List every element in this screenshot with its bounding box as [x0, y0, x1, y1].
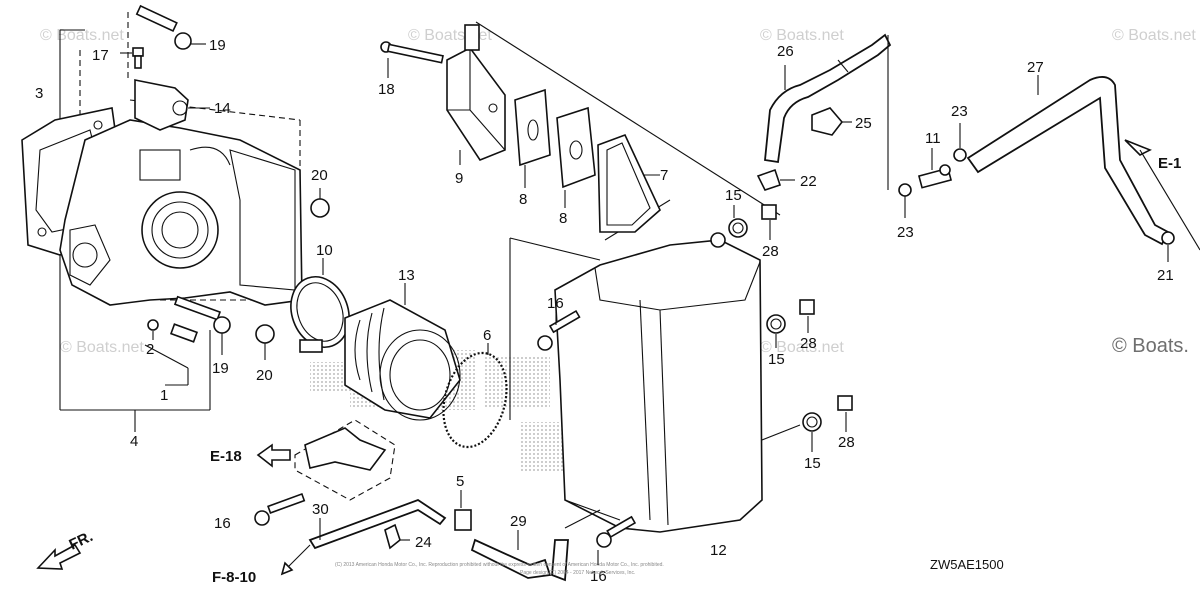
part-number-label: 19 — [209, 37, 226, 54]
part-number-label: 15 — [725, 187, 742, 204]
part-number-label: 24 — [415, 534, 432, 551]
part-number-label: 17 — [92, 47, 109, 64]
watermark: © Boats.net — [60, 339, 144, 356]
part-number-label: 16 — [547, 295, 564, 312]
part-number-label: 1 — [160, 387, 168, 404]
part-21-clip[interactable] — [1161, 231, 1175, 262]
part-number-label: 28 — [762, 243, 779, 260]
part-number-label: 3 — [35, 85, 43, 102]
part-24-clip[interactable] — [384, 523, 410, 550]
part-number-label: 30 — [312, 501, 329, 518]
part-9-cover[interactable] — [446, 24, 506, 161]
part-number-label: 9 — [455, 170, 463, 187]
part-number-label: 6 — [483, 327, 491, 344]
part-number-label: 21 — [1157, 267, 1174, 284]
part-18-bolt[interactable] — [380, 41, 444, 78]
part-number-label: 2 — [146, 341, 154, 358]
part-number-label: 29 — [510, 513, 527, 530]
ref-label-e1[interactable]: E-1 — [1158, 155, 1181, 172]
watermark: © Boats.net — [40, 27, 124, 44]
part-12-air-box[interactable] — [554, 232, 763, 533]
ref-arrow-e1[interactable] — [1124, 139, 1200, 251]
part-28-collar-mid[interactable] — [799, 299, 815, 333]
part-number-label: 25 — [855, 115, 872, 132]
part-number-label: 11 — [925, 130, 941, 147]
part-number-label: 20 — [256, 367, 273, 384]
part-number-label: 28 — [838, 434, 855, 451]
part-16-bolt-lower-right[interactable] — [596, 515, 637, 565]
ref-label-f810[interactable]: F-8-10 — [212, 569, 256, 586]
part-13-intake-boot[interactable] — [344, 283, 461, 421]
part-number-label: 23 — [951, 103, 968, 120]
ref-arrow-e18[interactable] — [256, 443, 291, 468]
fr-direction-arrow — [36, 543, 82, 570]
part-number-label: 4 — [130, 433, 138, 450]
part-14-sensor[interactable] — [134, 79, 210, 131]
part-16-bolt-box[interactable] — [537, 309, 581, 351]
part-number-label: 12 — [710, 542, 727, 559]
part-number-label: 5 — [456, 473, 464, 490]
part-20-nut-lower[interactable] — [255, 324, 275, 360]
part-2-screw[interactable] — [147, 319, 199, 343]
part-26-hose[interactable] — [764, 33, 892, 164]
watermark: © Boats.net — [760, 27, 844, 44]
part-labels: 1 2 3 4 5 6 7 8 8 9 10 11 12 13 14 15 15… — [35, 37, 1174, 585]
part-16-bolt-left[interactable] — [254, 492, 306, 526]
part-number-label: 10 — [316, 242, 333, 259]
part-19-bolt-lower[interactable] — [173, 295, 231, 355]
part-30-hose[interactable] — [308, 498, 447, 550]
part-8-seal-a[interactable] — [514, 88, 551, 167]
part-23-clip-right[interactable] — [953, 123, 967, 162]
watermark-group: © Boats.net © Boats.net © Boats.net © Bo… — [40, 27, 1196, 357]
part-17-screw[interactable] — [120, 47, 144, 69]
part-number-label: 22 — [800, 173, 817, 190]
part-5-joint[interactable] — [454, 490, 472, 531]
part-number-label: 15 — [768, 351, 785, 368]
part-number-label: 18 — [378, 81, 395, 98]
copyright-text: (C) 2013 American Honda Motor Co., Inc. … — [335, 562, 664, 568]
part-number-label: 8 — [559, 210, 567, 227]
part-15-grommet-upper[interactable] — [728, 205, 748, 238]
part-number-label: 13 — [398, 267, 415, 284]
watermark-large: © Boats. — [1112, 335, 1189, 357]
part-15-grommet-mid[interactable] — [766, 314, 786, 348]
part-number-label: 16 — [214, 515, 231, 532]
bracket-dashed-region — [294, 419, 396, 501]
watermark: © Boats.net — [1112, 27, 1196, 44]
part-29-hose[interactable] — [470, 509, 601, 582]
diagram-code: ZW5AE1500 — [930, 557, 1004, 572]
copyright-text-2: Page design (C) 2004 - 2017 Network Serv… — [520, 570, 635, 576]
fr-label: FR. — [67, 528, 96, 554]
part-15-grommet-lower[interactable] — [761, 412, 822, 452]
part-number-label: 7 — [660, 167, 668, 184]
part-7-gasket[interactable] — [597, 133, 661, 233]
part-number-label: 20 — [311, 167, 328, 184]
part-number-label: 19 — [212, 360, 229, 377]
part-number-label: 16 — [590, 568, 607, 585]
part-number-label: 8 — [519, 191, 527, 208]
part-28-collar-upper[interactable] — [761, 204, 777, 240]
part-11-fitting[interactable] — [917, 148, 953, 189]
ref-arrow-f810[interactable] — [280, 544, 311, 576]
part-23-clip-left[interactable] — [898, 183, 912, 218]
part-19-bolt-top[interactable] — [135, 4, 206, 50]
part-number-label: 26 — [777, 43, 794, 60]
part-25-clip[interactable] — [811, 107, 852, 136]
throttle-body[interactable] — [59, 119, 303, 306]
part-number-label: 15 — [804, 455, 821, 472]
ref-label-e18[interactable]: E-18 — [210, 448, 242, 465]
part-number-label: 14 — [214, 100, 231, 117]
part-27-hose[interactable] — [966, 75, 1170, 246]
part-20-nut-upper[interactable] — [310, 188, 330, 218]
part-22-clamp[interactable] — [756, 168, 795, 191]
part-10-clamp[interactable] — [281, 258, 358, 355]
part-number-label: 23 — [897, 224, 914, 241]
part-number-label: 28 — [800, 335, 817, 352]
watermark: © Boats.net — [760, 339, 844, 356]
part-number-label: 27 — [1027, 59, 1044, 76]
part-8-seal-b[interactable] — [556, 106, 596, 189]
part-28-collar-lower[interactable] — [837, 395, 853, 432]
